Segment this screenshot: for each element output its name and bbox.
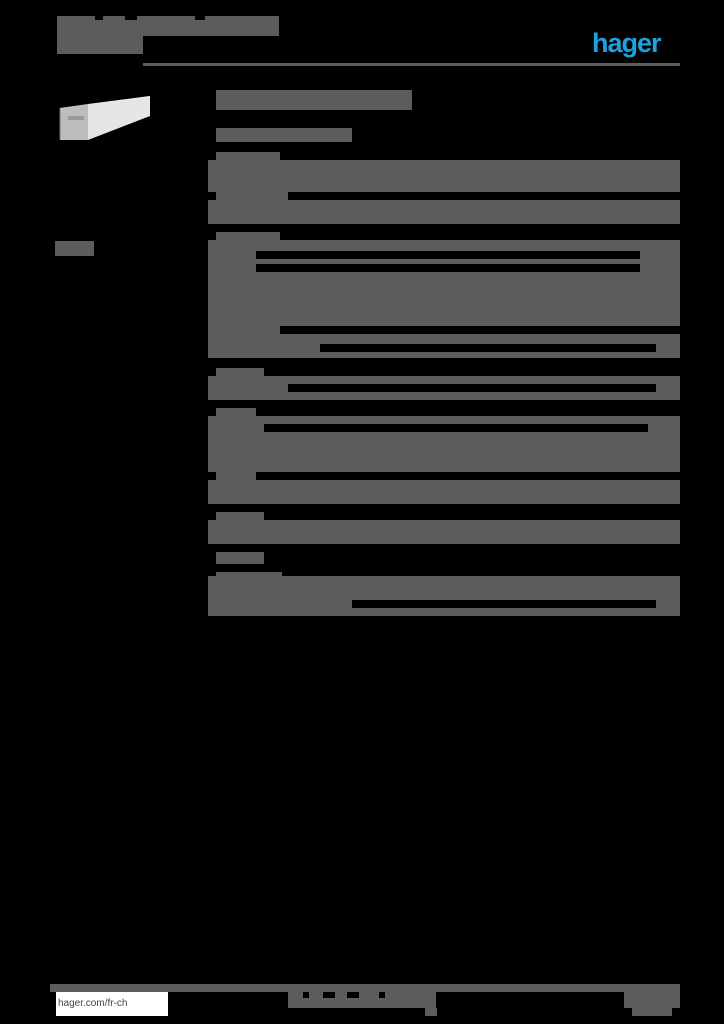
header-rule	[143, 63, 680, 66]
document-subtitle	[57, 36, 143, 54]
footer-rule	[50, 984, 680, 992]
footer-page-number	[632, 1008, 672, 1016]
side-label	[55, 241, 94, 256]
section-1-row	[208, 200, 680, 224]
section-6-header	[216, 512, 264, 522]
product-reference	[216, 128, 352, 142]
cable-trunking-image	[59, 96, 150, 140]
footer-page-info	[624, 992, 680, 1008]
section-1-row	[208, 160, 680, 192]
document-title	[57, 16, 279, 36]
section-7-subheader	[216, 572, 282, 576]
section-5-header	[216, 408, 256, 418]
product-title	[216, 90, 412, 110]
footer-url[interactable]: hager.com/fr-ch	[56, 992, 168, 1016]
hager-logo: hager	[592, 28, 662, 58]
logo-underline	[562, 63, 680, 66]
section-7-table	[208, 576, 680, 616]
footer-center-text	[288, 992, 436, 1008]
section-2-header	[216, 232, 280, 242]
section-1-label	[216, 192, 288, 202]
section-5-row	[208, 480, 680, 504]
section-6-row	[208, 520, 680, 544]
section-1-header	[216, 152, 280, 162]
footer-center-mark	[425, 1008, 437, 1016]
section-7-header	[216, 552, 264, 564]
section-5-label	[216, 472, 256, 480]
section-4-header	[216, 368, 264, 378]
